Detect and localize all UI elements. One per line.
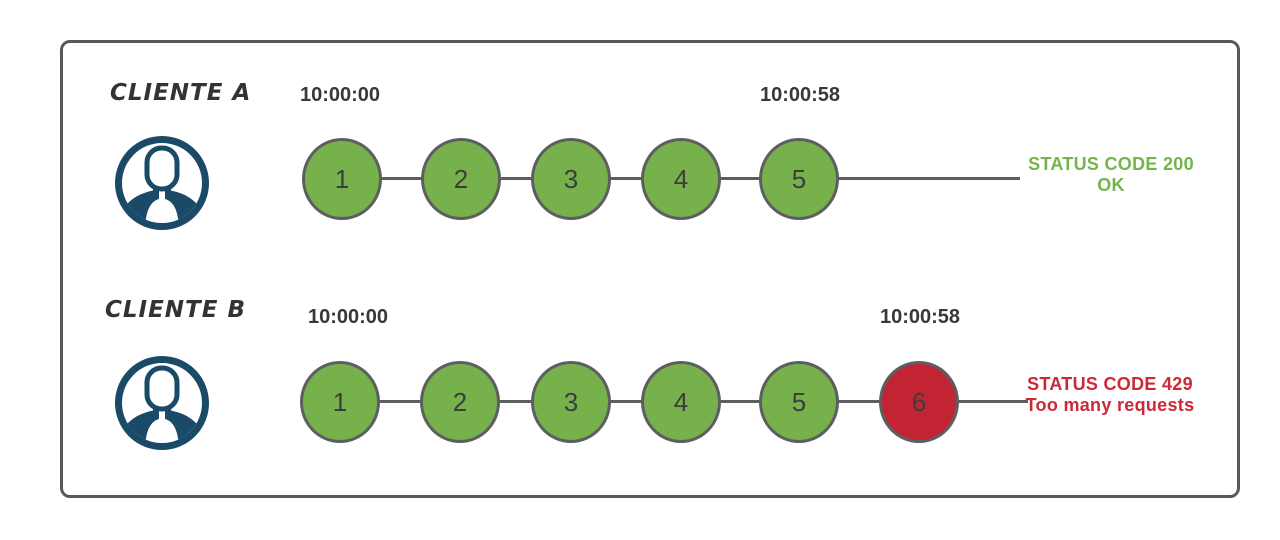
- client-a-end-timestamp: 10:00:58: [759, 84, 841, 106]
- request-circle: 4: [641, 361, 721, 443]
- request-number: 2: [452, 386, 468, 417]
- status-message-text: OK: [1097, 175, 1125, 195]
- request-circle: 1: [302, 138, 382, 220]
- request-circle: 5: [759, 361, 839, 443]
- request-circle: 3: [531, 361, 611, 443]
- request-circle: 1: [300, 361, 380, 443]
- request-number: 1: [334, 163, 350, 194]
- request-circle: 5: [759, 138, 839, 220]
- client-b-end-timestamp: 10:00:58: [879, 306, 961, 328]
- request-number: 3: [563, 386, 579, 417]
- request-number: 5: [791, 163, 807, 194]
- request-number: 4: [673, 386, 689, 417]
- client-a-status: STATUS CODE 200 OK: [1028, 154, 1194, 196]
- client-b-status: STATUS CODE 429 Too many requests: [1026, 374, 1195, 416]
- request-circle: 4: [641, 138, 721, 220]
- client-b-start-timestamp: 10:00:00: [307, 306, 389, 328]
- request-number: 4: [673, 163, 689, 194]
- request-number: 5: [791, 386, 807, 417]
- request-number: 2: [453, 163, 469, 194]
- diagram-frame: [60, 40, 1240, 498]
- status-code-text: STATUS CODE 200: [1028, 154, 1194, 174]
- request-circle-rate-limited: 6: [879, 361, 959, 443]
- user-icon: [115, 136, 209, 230]
- user-icon: [115, 356, 209, 450]
- client-a-label: CLIENTE A: [110, 80, 252, 106]
- request-number: 1: [332, 386, 348, 417]
- client-b-label: CLIENTE B: [105, 297, 246, 323]
- status-code-text: STATUS CODE 429: [1027, 374, 1193, 394]
- client-a-start-timestamp: 10:00:00: [299, 84, 381, 106]
- request-number: 6: [911, 386, 927, 417]
- request-number: 3: [563, 163, 579, 194]
- status-message-text: Too many requests: [1025, 395, 1195, 415]
- request-circle: 3: [531, 138, 611, 220]
- request-circle: 2: [421, 138, 501, 220]
- request-circle: 2: [420, 361, 500, 443]
